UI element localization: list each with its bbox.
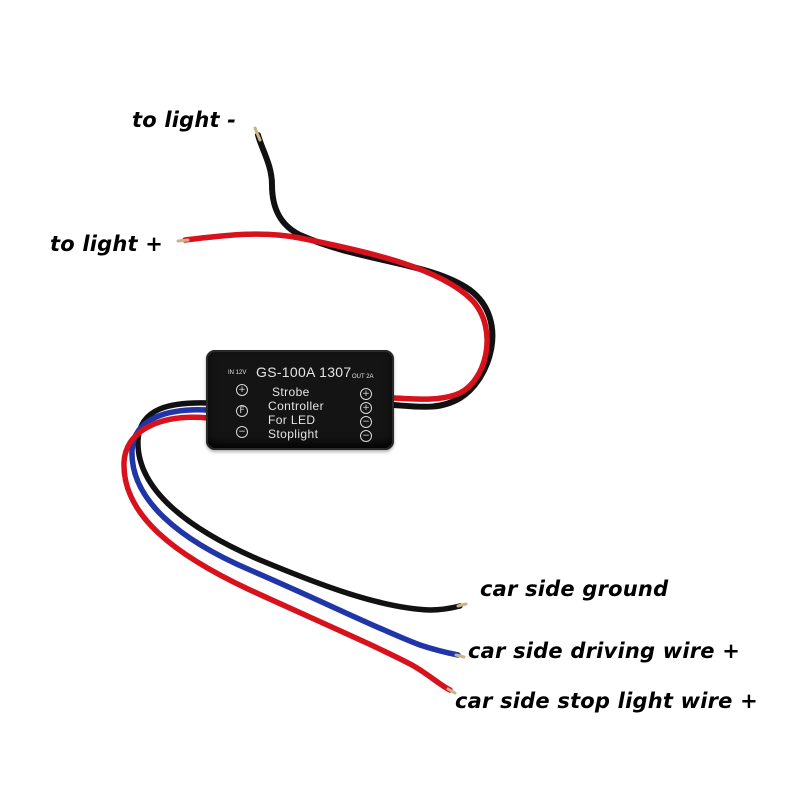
input-rating: IN 12V bbox=[228, 370, 247, 376]
module-title: GS-100A 1307 bbox=[256, 364, 352, 380]
output-rating: OUT 2A bbox=[352, 374, 374, 380]
label-car-side-ground: car side ground bbox=[480, 577, 669, 601]
module-line-2: Controller bbox=[268, 399, 325, 413]
label-to-light-positive: to light + bbox=[50, 232, 164, 256]
module-line-1: Strobe bbox=[272, 385, 310, 399]
flash-terminal-icon: F bbox=[236, 405, 248, 417]
wire-car-stop bbox=[121, 414, 453, 693]
plus-terminal-icon: + bbox=[360, 402, 372, 414]
label-to-light-negative: to light - bbox=[132, 108, 237, 132]
label-car-side-stop-light-wire: car side stop light wire + bbox=[455, 689, 758, 713]
strobe-controller-module: IN 12V GS-100A 1307 OUT 2A Strobe Contro… bbox=[206, 350, 394, 450]
minus-terminal-icon: − bbox=[360, 416, 372, 428]
module-line-3: For LED bbox=[268, 413, 316, 427]
wire-to-light-pos-tip bbox=[176, 238, 190, 243]
wire-car-driving-tip bbox=[454, 653, 466, 659]
wire-car-ground-tip bbox=[456, 602, 468, 608]
wire-car-stop-tip bbox=[446, 687, 457, 695]
wire-car-ground bbox=[135, 400, 463, 613]
minus-terminal-icon: − bbox=[236, 426, 248, 438]
plus-terminal-icon: + bbox=[360, 388, 372, 400]
module-line-4: Stoplight bbox=[268, 427, 319, 441]
wire-to-light-neg-tip bbox=[253, 126, 262, 142]
minus-terminal-icon: − bbox=[360, 430, 372, 442]
plus-terminal-icon: + bbox=[236, 384, 248, 396]
wire-to-light-pos bbox=[182, 231, 490, 402]
label-car-side-driving-wire: car side driving wire + bbox=[468, 639, 741, 663]
